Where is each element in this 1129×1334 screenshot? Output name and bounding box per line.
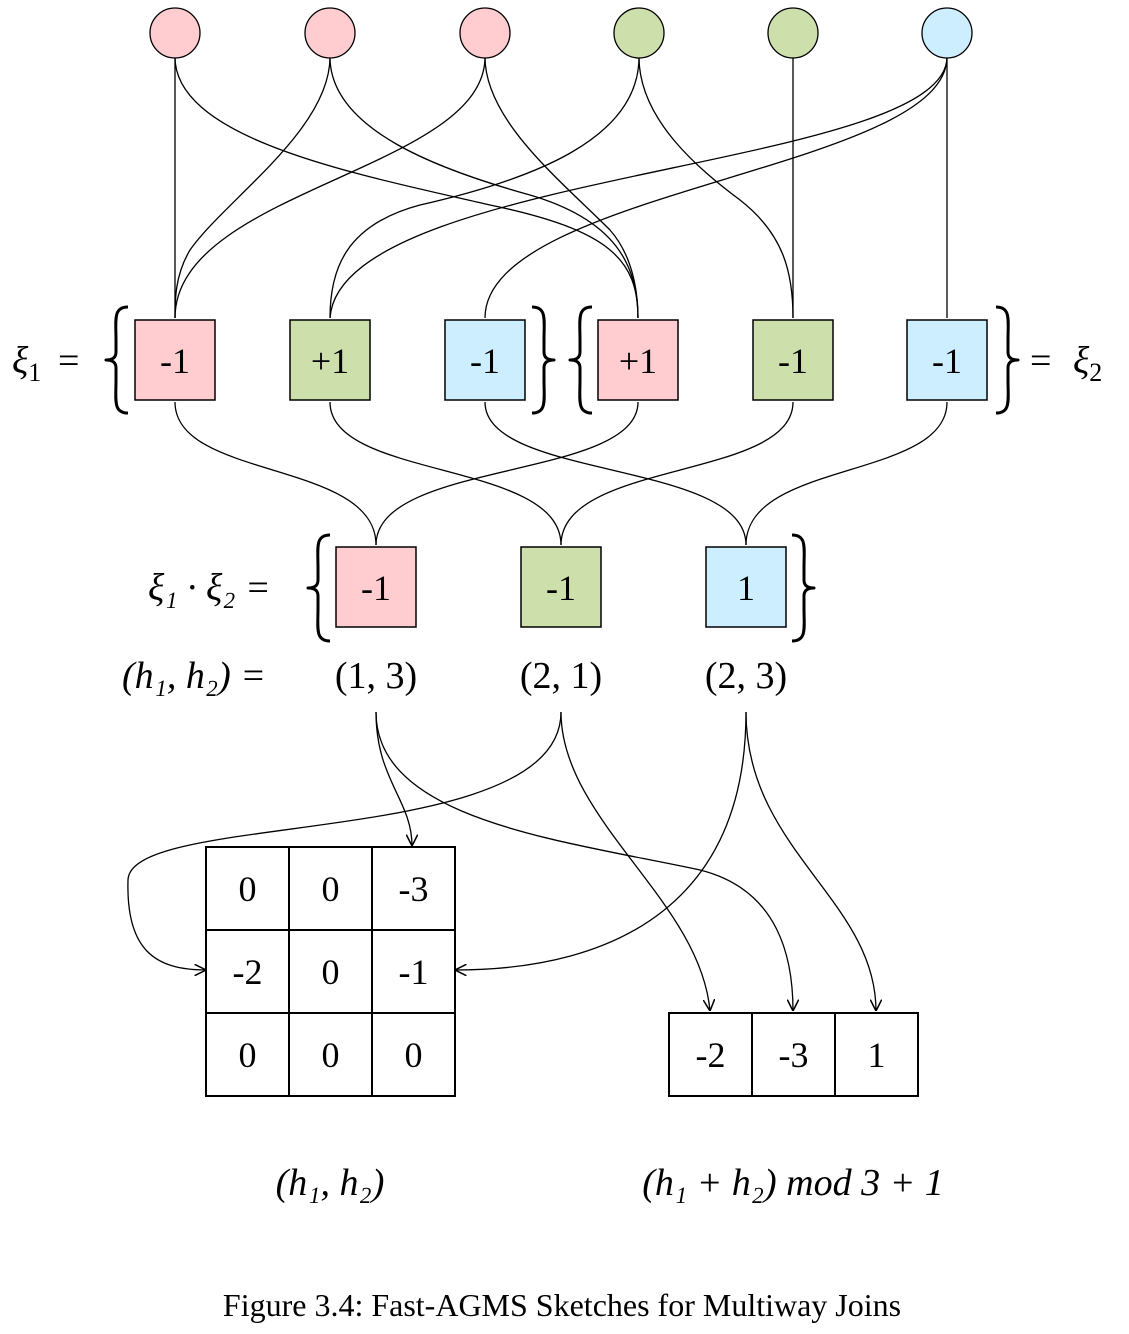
top-node-6 bbox=[921, 7, 973, 59]
xi1-box-3 bbox=[444, 319, 526, 401]
sketch-vector: -2 -3 1 bbox=[668, 1012, 919, 1097]
matrix-value-3-1: 0 bbox=[239, 1035, 257, 1075]
matrix-cell-1-2 bbox=[288, 846, 373, 931]
xi2-box-3 bbox=[906, 319, 988, 401]
matrix-label: (h₁, h₂) bbox=[276, 1162, 385, 1204]
xi1-box-row: -1 +1 -1 bbox=[134, 319, 526, 401]
xi1-right-brace bbox=[531, 305, 556, 415]
matrix-cell-1-1 bbox=[205, 846, 290, 931]
product-box-3 bbox=[705, 546, 787, 628]
top-node-5 bbox=[767, 7, 819, 59]
xi1-value-3: -1 bbox=[470, 341, 500, 381]
xi2-symbol: ξ bbox=[1073, 340, 1090, 382]
product-label: ξ₁ · ξ₂ = bbox=[148, 567, 271, 609]
xi1-symbol: ξ bbox=[12, 340, 29, 382]
matrix-cell-3-3 bbox=[371, 1012, 456, 1097]
vector-value-3: 1 bbox=[868, 1035, 886, 1075]
xi2-right-brace bbox=[995, 305, 1020, 415]
svg-text:ξ1: ξ1 bbox=[12, 340, 41, 387]
xi1-equals: = bbox=[58, 340, 79, 382]
top-node-1 bbox=[149, 7, 201, 59]
xi2-label: = ξ2 bbox=[1030, 340, 1102, 387]
xi2-value-3: -1 bbox=[932, 341, 962, 381]
xi2-value-2: -1 bbox=[778, 341, 808, 381]
xi1-value-2: +1 bbox=[311, 341, 349, 381]
hash-pair-1: (1, 3) bbox=[335, 655, 417, 697]
top-node-4 bbox=[613, 7, 665, 59]
product-value-3: 1 bbox=[737, 568, 755, 608]
xi1-box-2 bbox=[289, 319, 371, 401]
vector-value-2: -3 bbox=[779, 1035, 809, 1075]
vector-cell-3 bbox=[834, 1012, 919, 1097]
xi1-value-1: -1 bbox=[160, 341, 190, 381]
hash-pair-2: (2, 1) bbox=[520, 655, 602, 697]
product-value-1: -1 bbox=[361, 568, 391, 608]
hash-pair-row: (1, 3) (2, 1) (2, 3) bbox=[335, 655, 787, 697]
sketch-arrows bbox=[127, 711, 876, 1011]
product-right-brace bbox=[791, 533, 816, 643]
matrix-cell-2-1 bbox=[205, 929, 290, 1014]
xi1-subscript: 1 bbox=[28, 358, 41, 387]
matrix-value-1-3: -3 bbox=[399, 869, 429, 909]
xi1-left-brace bbox=[104, 305, 129, 415]
xi1-label: ξ1 = bbox=[12, 340, 79, 387]
top-node-2 bbox=[304, 7, 356, 59]
matrix-cell-2-2 bbox=[288, 929, 373, 1014]
xi2-equals: = bbox=[1030, 340, 1051, 382]
top-node-3 bbox=[459, 7, 511, 59]
vector-value-1: -2 bbox=[696, 1035, 726, 1075]
xi2-box-2 bbox=[752, 319, 834, 401]
product-box-1 bbox=[335, 546, 417, 628]
matrix-value-2-1: -2 bbox=[233, 952, 263, 992]
matrix-value-3-2: 0 bbox=[322, 1035, 340, 1075]
xi2-box-row: +1 -1 -1 bbox=[597, 319, 988, 401]
product-box-row: -1 -1 1 bbox=[335, 546, 787, 628]
xi2-value-1: +1 bbox=[619, 341, 657, 381]
xi2-left-brace bbox=[568, 305, 593, 415]
matrix-value-2-2: 0 bbox=[322, 952, 340, 992]
svg-text:ξ2: ξ2 bbox=[1073, 340, 1102, 387]
product-box-2 bbox=[520, 546, 602, 628]
hash-pair-3: (2, 3) bbox=[705, 655, 787, 697]
matrix-cell-1-3 bbox=[371, 846, 456, 931]
matrix-value-2-3: -1 bbox=[399, 952, 429, 992]
product-wires bbox=[174, 401, 948, 546]
figure-caption: Figure 3.4: Fast-AGMS Sketches for Multi… bbox=[223, 1287, 901, 1323]
product-value-2: -1 bbox=[546, 568, 576, 608]
top-node-row bbox=[149, 7, 973, 59]
product-left-brace bbox=[306, 533, 331, 643]
hash-wires-top bbox=[174, 56, 948, 319]
xi2-subscript: 2 bbox=[1089, 358, 1102, 387]
hash-pairs-label: (h₁, h₂) = bbox=[122, 655, 266, 697]
matrix-value-1-2: 0 bbox=[322, 869, 340, 909]
matrix-cell-3-2 bbox=[288, 1012, 373, 1097]
vector-label: (h₁ + h₂) mod 3 + 1 bbox=[642, 1162, 943, 1204]
matrix-value-3-3: 0 bbox=[405, 1035, 423, 1075]
matrix-cell-2-3 bbox=[371, 929, 456, 1014]
matrix-value-1-1: 0 bbox=[239, 869, 257, 909]
xi1-box-1 bbox=[134, 319, 216, 401]
sketch-matrix: 0 0 -3 -2 0 -1 0 0 0 bbox=[205, 846, 456, 1097]
xi2-box-1 bbox=[597, 319, 679, 401]
